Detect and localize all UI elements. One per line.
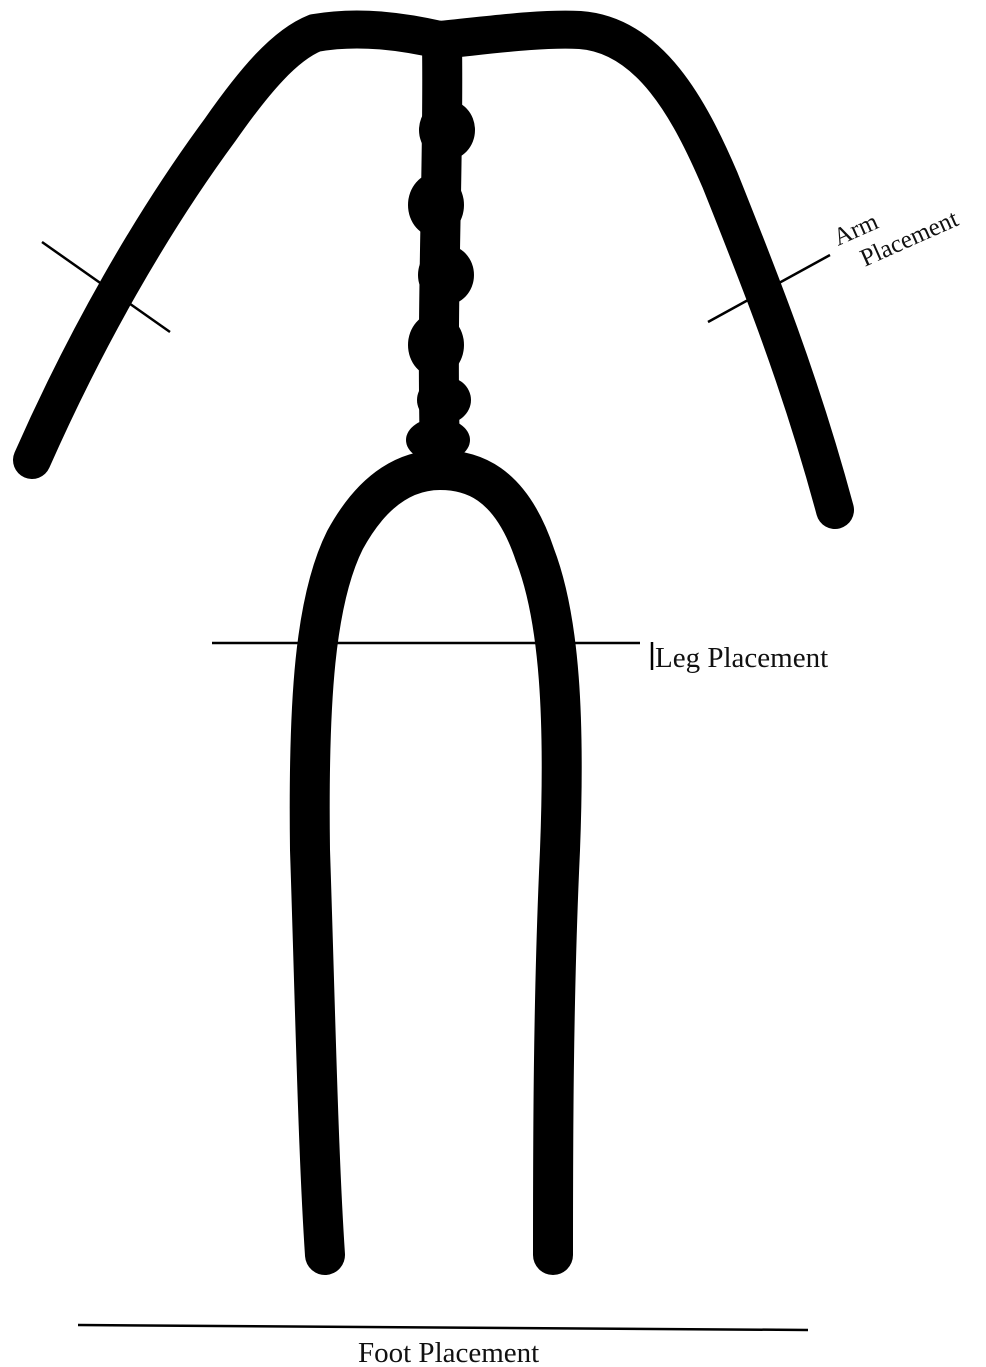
foot-placement-label: Foot Placement [358,1337,539,1367]
arm-placement-label: Arm Placement [829,178,962,279]
spine-twist [408,313,464,377]
foot-placement-line [78,1325,808,1330]
spine-twist [408,173,464,237]
spine-twist [417,376,471,424]
spine-twist [419,100,475,160]
spine-twist [418,245,474,305]
leg-placement-label: Leg Placement [655,642,828,674]
leg-wire [310,470,562,1255]
